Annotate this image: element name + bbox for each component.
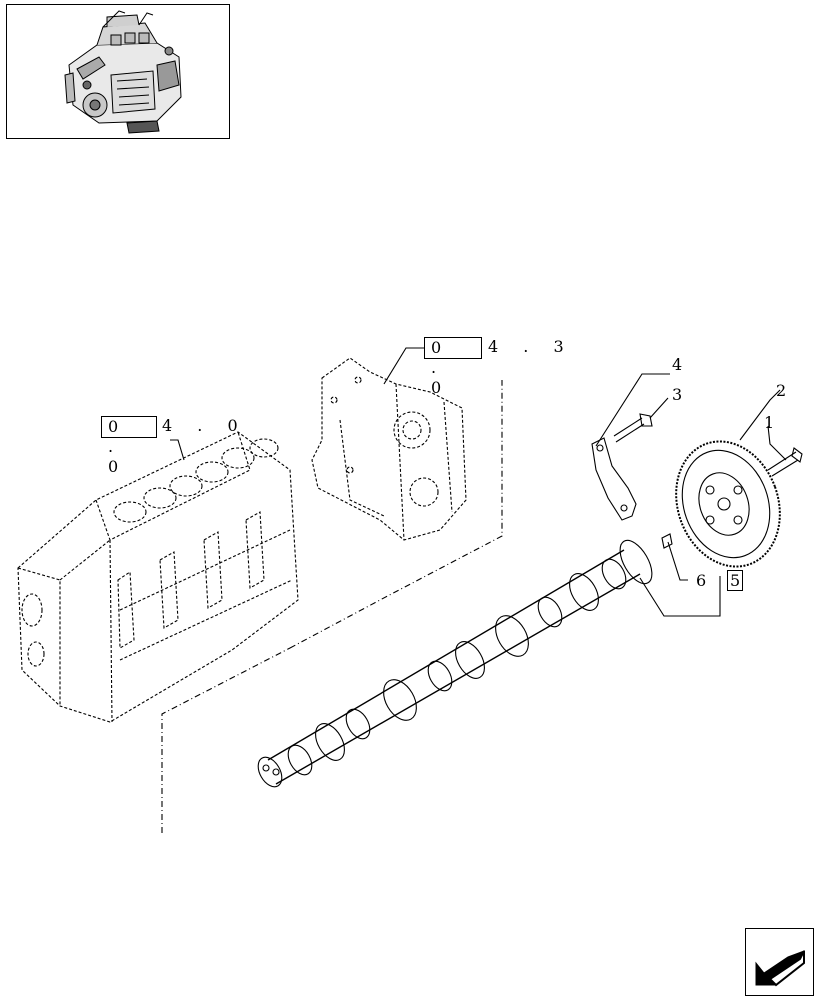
callout-kit: 5 xyxy=(727,570,744,591)
camshaft xyxy=(257,539,653,788)
gear-bolt-part xyxy=(767,451,799,477)
crankcase-ref-box[interactable]: 0 . 0 xyxy=(101,416,157,476)
callout-gear-bolt: 1 xyxy=(764,413,775,432)
crankcase-block xyxy=(17,431,299,723)
pin-part xyxy=(661,533,673,549)
engine-thumbnail-icon xyxy=(64,10,182,134)
engine-thumbnail[interactable] xyxy=(6,4,230,139)
arrow-icon xyxy=(755,950,806,987)
assembly-guide-line xyxy=(161,380,503,833)
timing-cover-ref-box[interactable]: 0 . 0 xyxy=(424,337,482,397)
timing-cover-ref-tail[interactable]: 4 . 3 xyxy=(488,337,574,356)
callout-pin: 6 xyxy=(696,571,707,590)
callout-bracket: 4 xyxy=(672,355,683,374)
bracket-part xyxy=(591,437,637,521)
crankcase-ref-tail[interactable]: 4 . 0 xyxy=(162,416,248,435)
callout-gear: 2 xyxy=(776,381,787,400)
camshaft-gear xyxy=(675,440,781,568)
timing-cover xyxy=(311,357,467,541)
callout-bracket-bolt: 3 xyxy=(672,385,683,404)
kit-number: 5 xyxy=(727,570,744,591)
navigation-arrow-button[interactable] xyxy=(745,928,814,996)
bracket-bolt-part xyxy=(613,417,645,443)
